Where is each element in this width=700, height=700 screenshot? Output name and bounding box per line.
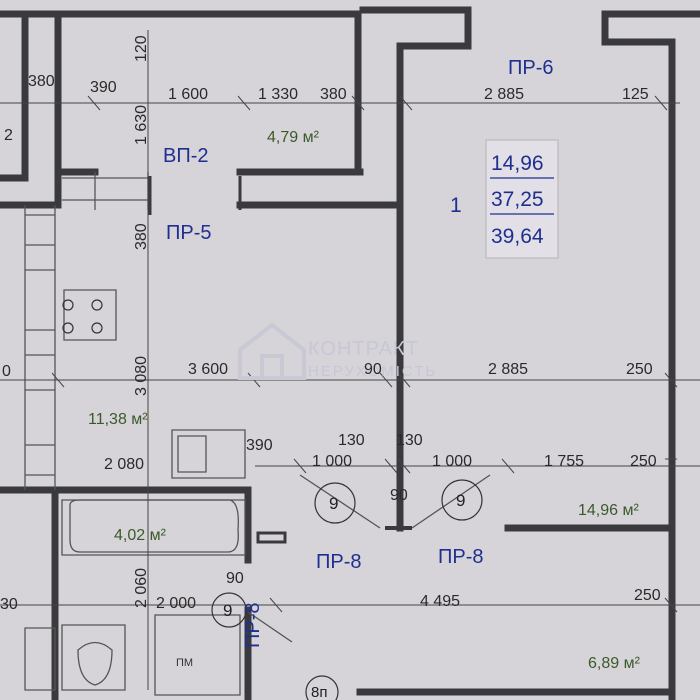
summary-total-with-balcony: 39,64: [491, 225, 544, 248]
dim-1000-a: 1 000: [312, 453, 352, 470]
summary-box: [485, 139, 559, 259]
dim-1600: 1 600: [168, 86, 208, 103]
dim-380-mid: 380: [320, 86, 347, 103]
marker-8p-label: 8п: [311, 684, 327, 700]
area-room: 14,96 м²: [578, 502, 639, 519]
dim-390-low: 390: [246, 437, 273, 454]
label-vp2: ВП-2: [163, 145, 209, 167]
marker-circle-9b: [441, 479, 483, 521]
dim-390-top: 390: [90, 79, 117, 96]
label-pr8-left: ПР-8: [316, 551, 362, 573]
dim-250-a: 250: [626, 361, 653, 378]
dim-4495: 4 495: [420, 593, 460, 610]
label-pr6: ПР-6: [508, 57, 554, 79]
marker-9b-label: 9: [456, 491, 465, 510]
area-bathroom: 4,02 м²: [114, 527, 167, 544]
dim-2080: 2 080: [104, 456, 144, 473]
dim-90-door: 90: [390, 487, 408, 504]
watermark-logo-icon: [238, 322, 306, 380]
area-hall: 6,89 м²: [588, 655, 641, 672]
dim-2060: 2 060: [133, 568, 150, 608]
dim-380-top: 380: [28, 73, 55, 90]
dim-130-a: 130: [338, 432, 365, 449]
dim-250-b: 250: [630, 453, 657, 470]
thin-lines: [24, 172, 491, 696]
dim-1630: 1 630: [133, 105, 150, 145]
dim-2000: 2 000: [156, 595, 196, 612]
dim-2885-mid: 2 885: [488, 361, 528, 378]
label-pr8-right: ПР-8: [438, 546, 484, 568]
dim-0-left: 0: [2, 363, 11, 380]
dim-120: 120: [133, 35, 150, 62]
dim-30-left: 30: [0, 596, 18, 613]
label-pm: ПМ: [176, 657, 193, 669]
dim-130-b: 130: [396, 432, 423, 449]
dim-1330: 1 330: [258, 86, 298, 103]
dim-90-mid: 90: [364, 361, 382, 378]
dim-125: 125: [622, 86, 649, 103]
dim-3600: 3 600: [188, 361, 228, 378]
label-pr8-vertical: ПР-8: [242, 603, 264, 649]
marker-9c-label: 9: [223, 601, 232, 620]
dim-250-c: 250: [634, 587, 661, 604]
dim-2-left: 2: [4, 127, 13, 144]
dim-3080: 3 080: [133, 356, 150, 396]
area-kitchen: 11,38 м²: [88, 411, 148, 428]
marker-circle-9a: [314, 482, 356, 524]
dim-1000-b: 1 000: [432, 453, 472, 470]
summary-living: 14,96: [491, 152, 544, 175]
area-balcony: 4,79 м²: [267, 129, 320, 146]
marker-circle-9c: [211, 592, 247, 628]
dim-90-low: 90: [226, 570, 244, 587]
label-pr5: ПР-5: [166, 222, 212, 244]
dim-1755: 1 755: [544, 453, 584, 470]
door-markers: [62, 299, 483, 700]
marker-9a-label: 9: [329, 494, 338, 513]
room-number: 1: [450, 194, 462, 217]
wall-balcony-right-2: [359, 6, 472, 46]
watermark-line2: НЕРУХОМІСТЬ: [308, 363, 437, 380]
dim-2885-top: 2 885: [484, 86, 524, 103]
wall-right-top: [601, 10, 674, 46]
marker-circle-8p: [305, 675, 339, 700]
watermark-line1: КОНТРАКТ: [308, 338, 419, 360]
dim-380-side: 380: [133, 223, 150, 250]
summary-total: 37,25: [491, 188, 544, 211]
